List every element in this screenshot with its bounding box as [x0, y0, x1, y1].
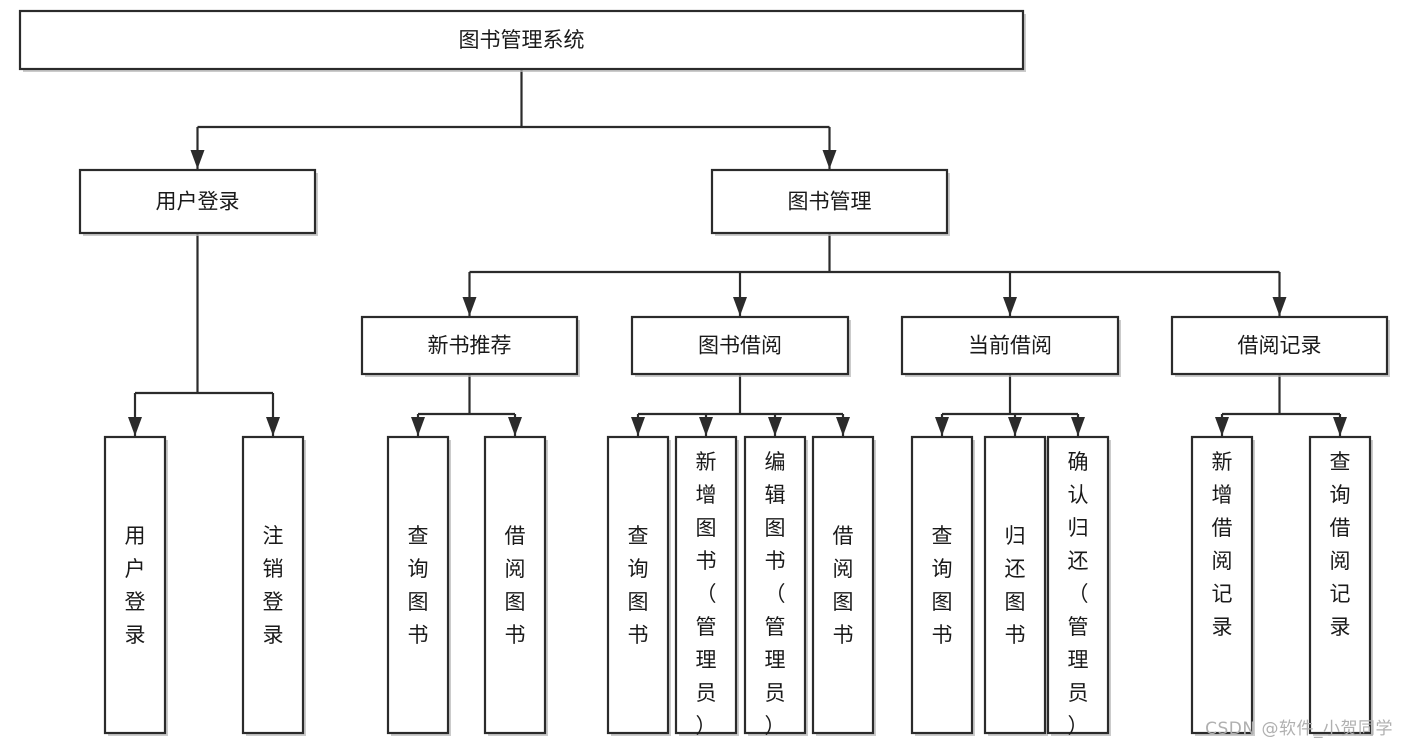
connector-group-borrow-record — [1215, 374, 1347, 436]
arrow-head-icon — [128, 417, 142, 436]
arrow-head-icon — [1333, 417, 1347, 436]
connector-group-book-manage — [462, 233, 1287, 316]
arrow-head-icon — [822, 150, 837, 169]
arrow-head-icon — [462, 297, 477, 316]
arrow-head-icon — [836, 417, 850, 436]
node-leaf-add-book[interactable]: 新增图书（管理员） — [674, 435, 739, 738]
node-box-leaf-add-book[interactable] — [674, 435, 738, 735]
node-label-leaf-add-book: 新增图书（管理员） — [696, 450, 717, 738]
node-book-borrow[interactable]: 图书借阅 — [630, 315, 851, 377]
node-root[interactable]: 图书管理系统 — [18, 9, 1026, 72]
node-box-leaf-query-book-rec[interactable] — [386, 435, 450, 735]
node-label-leaf-add-record: 新增借阅记录 — [1212, 450, 1233, 639]
node-leaf-user-login[interactable]: 用户登录 — [103, 435, 168, 736]
node-box-leaf-borrow-book-rec[interactable] — [483, 435, 547, 735]
node-label-leaf-query-book-rec: 查询图书 — [408, 524, 429, 647]
node-label-book-manage: 图书管理 — [788, 190, 872, 214]
connector-group-book-borrow — [631, 374, 850, 436]
edges-layer — [128, 69, 1347, 436]
node-label-leaf-query-record: 查询借阅记录 — [1330, 450, 1351, 639]
node-new-book-rec[interactable]: 新书推荐 — [360, 315, 580, 377]
arrow-head-icon — [935, 417, 949, 436]
node-label-leaf-user-login: 用户登录 — [125, 524, 146, 647]
node-label-leaf-user-logout: 注销登录 — [263, 524, 284, 647]
arrow-head-icon — [733, 297, 747, 316]
arrow-head-icon — [1272, 297, 1287, 316]
node-box-root[interactable] — [18, 9, 1025, 71]
arrow-head-icon — [508, 417, 522, 436]
node-box-leaf-user-logout[interactable] — [241, 435, 305, 735]
node-label-leaf-query-book-borrow: 查询图书 — [628, 524, 649, 647]
connector-group-root — [190, 69, 837, 169]
node-label-leaf-confirm-return: 确认归还（管理员） — [1068, 450, 1089, 738]
arrow-head-icon — [1215, 417, 1229, 436]
arrow-head-icon — [1003, 297, 1017, 316]
node-box-new-book-rec[interactable] — [360, 315, 579, 376]
node-box-leaf-query-book-borrow[interactable] — [606, 435, 670, 735]
node-label-book-borrow: 图书借阅 — [698, 334, 782, 358]
node-box-leaf-add-record[interactable] — [1190, 435, 1254, 735]
node-label-borrow-record: 借阅记录 — [1238, 334, 1322, 358]
node-label-new-book-rec: 新书推荐 — [428, 334, 512, 358]
node-box-leaf-user-login[interactable] — [103, 435, 167, 735]
node-label-leaf-query-book-cur: 查询图书 — [932, 524, 953, 647]
node-label-leaf-edit-book: 编辑图书（管理员） — [765, 450, 786, 738]
node-leaf-confirm-return[interactable]: 确认归还（管理员） — [1046, 435, 1111, 738]
node-leaf-borrow-book[interactable]: 借阅图书 — [811, 435, 876, 736]
arrow-head-icon — [768, 417, 782, 436]
node-leaf-return-book[interactable]: 归还图书 — [983, 435, 1048, 736]
node-label-leaf-borrow-book: 借阅图书 — [833, 524, 854, 647]
arrow-head-icon — [266, 417, 280, 436]
node-label-user-login: 用户登录 — [156, 190, 240, 214]
node-leaf-query-book-borrow[interactable]: 查询图书 — [606, 435, 671, 736]
node-leaf-user-logout[interactable]: 注销登录 — [241, 435, 306, 736]
node-box-leaf-borrow-book[interactable] — [811, 435, 875, 735]
arrow-head-icon — [1008, 417, 1022, 436]
node-label-leaf-return-book: 归还图书 — [1005, 524, 1026, 647]
node-box-leaf-query-book-cur[interactable] — [910, 435, 974, 735]
arrow-head-icon — [699, 417, 713, 436]
connector-group-new-book-rec — [411, 374, 522, 436]
arrow-head-icon — [1071, 417, 1085, 436]
arrow-head-icon — [411, 417, 425, 436]
node-box-book-manage[interactable] — [710, 168, 949, 235]
node-leaf-query-book-rec[interactable]: 查询图书 — [386, 435, 451, 736]
node-label-root: 图书管理系统 — [459, 28, 585, 52]
node-box-book-borrow[interactable] — [630, 315, 850, 376]
node-box-leaf-query-record[interactable] — [1308, 435, 1372, 735]
watermark-text: CSDN @软件_小贺同学 — [1205, 719, 1393, 739]
node-leaf-edit-book[interactable]: 编辑图书（管理员） — [743, 435, 808, 738]
node-box-current-borrow[interactable] — [900, 315, 1120, 376]
node-user-login[interactable]: 用户登录 — [78, 168, 318, 236]
node-box-leaf-return-book[interactable] — [983, 435, 1047, 735]
node-box-leaf-edit-book[interactable] — [743, 435, 807, 735]
node-current-borrow[interactable]: 当前借阅 — [900, 315, 1121, 377]
node-leaf-borrow-book-rec[interactable]: 借阅图书 — [483, 435, 548, 736]
node-borrow-record[interactable]: 借阅记录 — [1170, 315, 1390, 377]
arrow-head-icon — [631, 417, 645, 436]
node-leaf-query-record[interactable]: 查询借阅记录 — [1308, 435, 1373, 736]
connector-group-user-login — [128, 233, 280, 436]
node-box-leaf-confirm-return[interactable] — [1046, 435, 1110, 735]
node-leaf-query-book-cur[interactable]: 查询图书 — [910, 435, 975, 736]
nodes-layer: 图书管理系统用户登录图书管理新书推荐图书借阅当前借阅借阅记录用户登录注销登录查询… — [18, 9, 1390, 738]
node-label-current-borrow: 当前借阅 — [968, 334, 1052, 358]
node-box-user-login[interactable] — [78, 168, 317, 235]
node-box-borrow-record[interactable] — [1170, 315, 1389, 376]
node-book-manage[interactable]: 图书管理 — [710, 168, 950, 236]
node-label-leaf-borrow-book-rec: 借阅图书 — [505, 524, 526, 647]
arrow-head-icon — [190, 150, 205, 169]
connector-group-current-borrow — [935, 374, 1085, 436]
node-leaf-add-record[interactable]: 新增借阅记录 — [1190, 435, 1255, 736]
